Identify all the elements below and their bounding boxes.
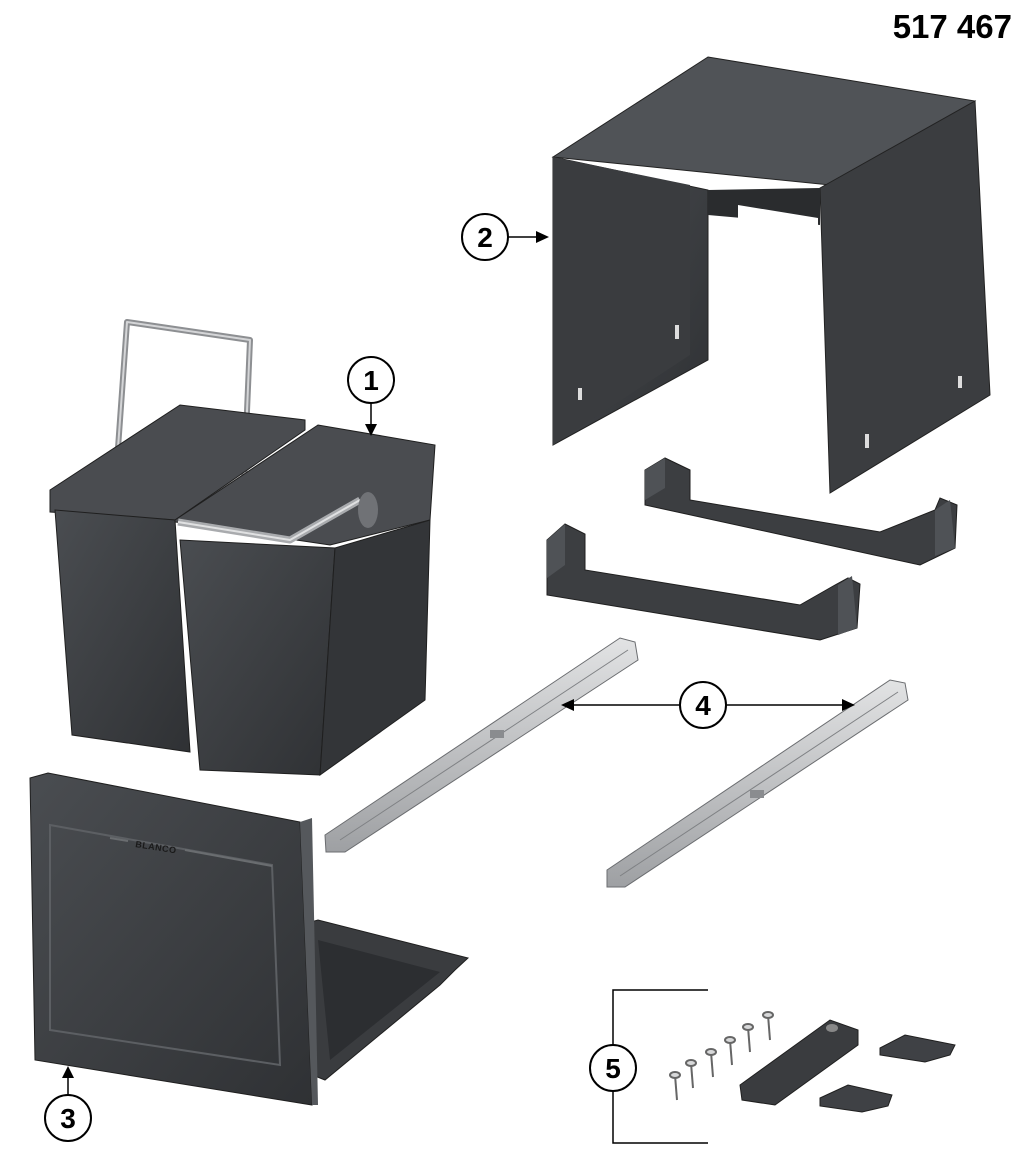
callout-2: 2 (461, 213, 549, 261)
upper-bracket (644, 457, 958, 566)
right-runner (606, 679, 909, 888)
callout-4: 4 (561, 681, 855, 729)
callout-2-label: 2 (477, 222, 493, 253)
left-runner (324, 637, 639, 853)
callout-3-label: 3 (60, 1103, 76, 1134)
callout-5-label: 5 (605, 1053, 621, 1084)
bins (49, 319, 436, 777)
callout-5: 5 (589, 989, 708, 1144)
lower-bracket (546, 523, 861, 641)
cover-frame (551, 56, 991, 494)
fitting-kit (669, 1011, 956, 1113)
front-panel-tray: BLANCO (29, 772, 470, 1106)
callout-4-label: 4 (695, 690, 711, 721)
part-number: 517 467 (892, 8, 1012, 45)
callout-1: 1 (347, 356, 395, 436)
callout-3: 3 (44, 1066, 92, 1142)
callout-1-label: 1 (363, 365, 379, 396)
